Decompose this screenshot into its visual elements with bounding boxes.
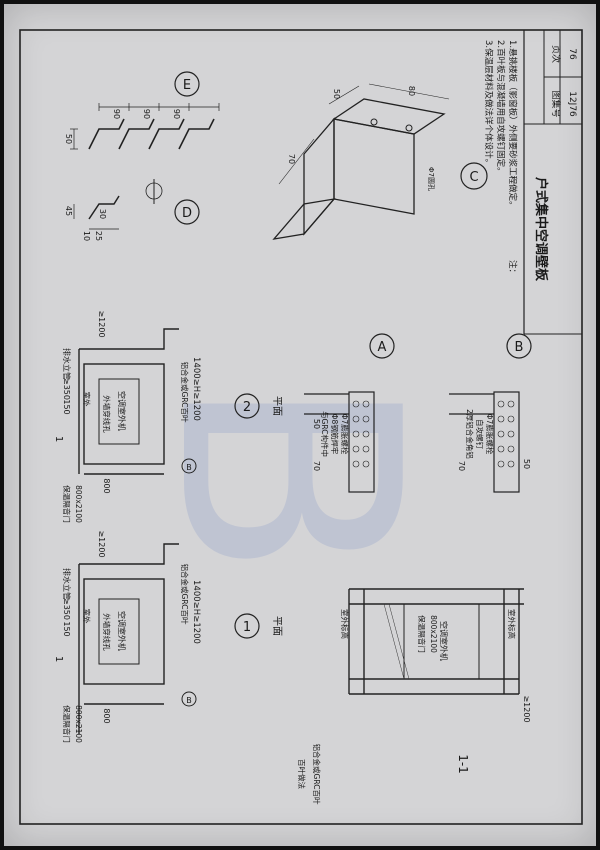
detail-c: C 80 50 70 Φ7圆孔 bbox=[272, 83, 488, 240]
drawing-sheet: B 图集号 12J76 页次 76 户式集中空调壁板 注： 1.悬挑楼板（影窗板… bbox=[4, 4, 596, 846]
plan1-door-size: 800x2100 bbox=[74, 705, 83, 743]
detail-b-50: 50 bbox=[522, 459, 531, 469]
detail-d-label: D bbox=[182, 206, 192, 221]
plan2-marker-label: 2 bbox=[243, 400, 251, 415]
plan2-dim-1200: ≥1200 bbox=[97, 310, 106, 337]
plan2-dim-350: ≥350 bbox=[62, 378, 71, 400]
detail-d-25: 25 bbox=[94, 231, 103, 241]
detail-b-70: 70 bbox=[457, 461, 466, 471]
plan1-unit: 空调室外机 bbox=[117, 611, 127, 651]
plan2-unit: 空调室外机 bbox=[117, 391, 127, 431]
plan1-door: 保温隔音门 bbox=[62, 705, 72, 743]
plan2-caption: 平面 bbox=[271, 396, 282, 416]
sheet-title: 户式集中空调壁板 bbox=[533, 177, 549, 282]
plan2-door: 保温隔音门 bbox=[62, 485, 72, 523]
plan1-dim-800: 800 bbox=[102, 708, 111, 723]
section-floor-right: 室外标高 bbox=[507, 609, 517, 639]
detail-b-bolt: Φ7膨胀螺栓 bbox=[485, 414, 495, 455]
atlas-number: 12J76 bbox=[567, 91, 577, 117]
plan2-pipe: 排水立管 bbox=[62, 348, 72, 380]
detail-b-marker bbox=[506, 333, 532, 359]
plan1-louver: 铝合金或GRC百叶 bbox=[180, 564, 190, 625]
detail-a-70: 70 bbox=[312, 461, 321, 471]
plan2-dim-150: 150 bbox=[62, 399, 71, 414]
detail-a-plate2: Φ8钢筋焊牢 bbox=[330, 414, 340, 455]
detail-b-screw: 自攻螺钉 bbox=[475, 419, 485, 449]
detail-a-50: 50 bbox=[312, 419, 321, 429]
section-louver-note: 铝合金或GRC百叶 bbox=[312, 744, 322, 805]
plan1-span: 1400≥H≥1200 bbox=[191, 580, 201, 644]
drawing-canvas: B 图集号 12J76 页次 76 户式集中空调壁板 注： 1.悬挑楼板（影窗板… bbox=[19, 29, 583, 825]
section-door-size: 800x2100 bbox=[429, 615, 438, 653]
plan2-span: 1400≥H≥1200 bbox=[191, 357, 201, 421]
detail-e-height: 50 bbox=[64, 134, 73, 144]
detail-c-marker bbox=[460, 162, 488, 190]
page-number: 76 bbox=[567, 48, 577, 60]
detail-a-bolt: Φ7膨胀螺栓 bbox=[340, 414, 350, 455]
plan-1: 空调室外机 外墙穿线孔 1400≥H≥1200 铝合金或GRC百叶 ≥1200 … bbox=[53, 530, 282, 743]
plan2-cut-b: B bbox=[186, 463, 192, 472]
section-caption: 1-1 bbox=[456, 754, 470, 774]
title-block: 图集号 12J76 页次 76 户式集中空调壁板 bbox=[523, 30, 582, 335]
detail-d-45: 45 bbox=[64, 206, 73, 216]
detail-a-label: A bbox=[378, 340, 387, 355]
plan-2: 空调室外机 外墙穿线孔 1400≥H≥1200 铝合金或GRC百叶 ≥1200 … bbox=[53, 310, 282, 523]
detail-c-label: C bbox=[469, 170, 478, 185]
plan1-dim-1200: ≥1200 bbox=[97, 530, 106, 557]
detail-d-marker bbox=[174, 199, 200, 225]
atlas-label: 图集号 bbox=[550, 90, 562, 117]
note-2: 2.百叶板与混凝墙用自攻螺钉固定。 bbox=[495, 40, 506, 176]
plan1-indoor: 室外 bbox=[82, 609, 92, 624]
detail-e-spacing-3: 90 bbox=[172, 109, 181, 119]
plan1-caption: 平面 bbox=[271, 616, 282, 636]
notes: 注： 1.悬挑楼板（影窗板）外侧要砂浆工程做定。 2.百叶板与混凝墙用自攻螺钉固… bbox=[483, 40, 518, 277]
notes-prefix: 注： bbox=[507, 260, 518, 277]
detail-b-angle: 2厚铝合金角铝 bbox=[465, 409, 475, 459]
detail-e: E 90 90 90 50 bbox=[64, 71, 220, 150]
detail-d: D 45 30 10 25 bbox=[64, 179, 200, 241]
detail-e-spacing-1: 90 bbox=[112, 109, 121, 119]
detail-c-70: 70 bbox=[287, 154, 296, 164]
plan2-hole: 外墙穿线孔 bbox=[102, 395, 112, 433]
detail-a: A Φ7膨胀螺栓 与GRC构件中 Φ8钢筋焊牢 70 50 bbox=[304, 333, 395, 493]
plan1-dim-350: ≥350 bbox=[62, 598, 71, 620]
section-dim: ≥1200 bbox=[522, 695, 531, 722]
plan2-section-mark: 1 bbox=[53, 436, 64, 442]
plan1-hole: 外墙穿线孔 bbox=[102, 613, 112, 651]
section-unit: 空调室外机 bbox=[439, 621, 449, 661]
plan2-louver: 铝合金或GRC百叶 bbox=[180, 362, 190, 423]
detail-b: B Φ7膨胀螺栓 2厚铝合金角铝 自攻螺钉 70 50 bbox=[449, 333, 532, 493]
section-door: 保温隔音门 bbox=[417, 615, 427, 653]
section-1-1: 空调室外机 保温隔音门 800x2100 室外标高 室外标高 ≥1200 1-1… bbox=[297, 588, 531, 805]
detail-a-marker bbox=[369, 333, 395, 359]
plan2-indoor: 室外 bbox=[82, 392, 92, 407]
detail-e-spacing-2: 90 bbox=[142, 109, 151, 119]
plan1-dim-150: 150 bbox=[62, 621, 71, 636]
note-3: 3.保温层材料及做法详个体设计。 bbox=[483, 40, 494, 167]
plan2-door-size: 800x2100 bbox=[74, 485, 83, 523]
plan1-marker-label: 1 bbox=[243, 620, 251, 635]
section-floor-left: 室外标高 bbox=[340, 609, 350, 639]
page-label: 页次 bbox=[550, 45, 562, 63]
detail-c-80: 80 bbox=[407, 86, 416, 96]
plan2-marker bbox=[234, 393, 260, 419]
section-louver-method: 百叶做法 bbox=[297, 759, 307, 789]
drawing-frame bbox=[19, 29, 583, 825]
plan1-section-mark: 1 bbox=[53, 656, 64, 662]
plan1-marker bbox=[234, 613, 260, 639]
watermark-logo: B bbox=[113, 374, 462, 580]
detail-d-10: 10 bbox=[82, 231, 91, 241]
detail-e-label: E bbox=[183, 78, 191, 93]
plan1-pipe: 排水立管 bbox=[62, 568, 72, 600]
plan2-dim-800: 800 bbox=[102, 478, 111, 493]
detail-c-50: 50 bbox=[332, 89, 341, 99]
note-1: 1.悬挑楼板（影窗板）外侧要砂浆工程做定。 bbox=[507, 40, 518, 210]
detail-b-label: B bbox=[515, 340, 524, 355]
detail-c-hole: Φ7圆孔 bbox=[427, 167, 435, 191]
detail-e-marker bbox=[174, 71, 200, 97]
plan1-cut-b: B bbox=[186, 696, 192, 705]
detail-a-plate: 与GRC构件中 bbox=[320, 411, 330, 457]
detail-d-30: 30 bbox=[98, 209, 107, 219]
